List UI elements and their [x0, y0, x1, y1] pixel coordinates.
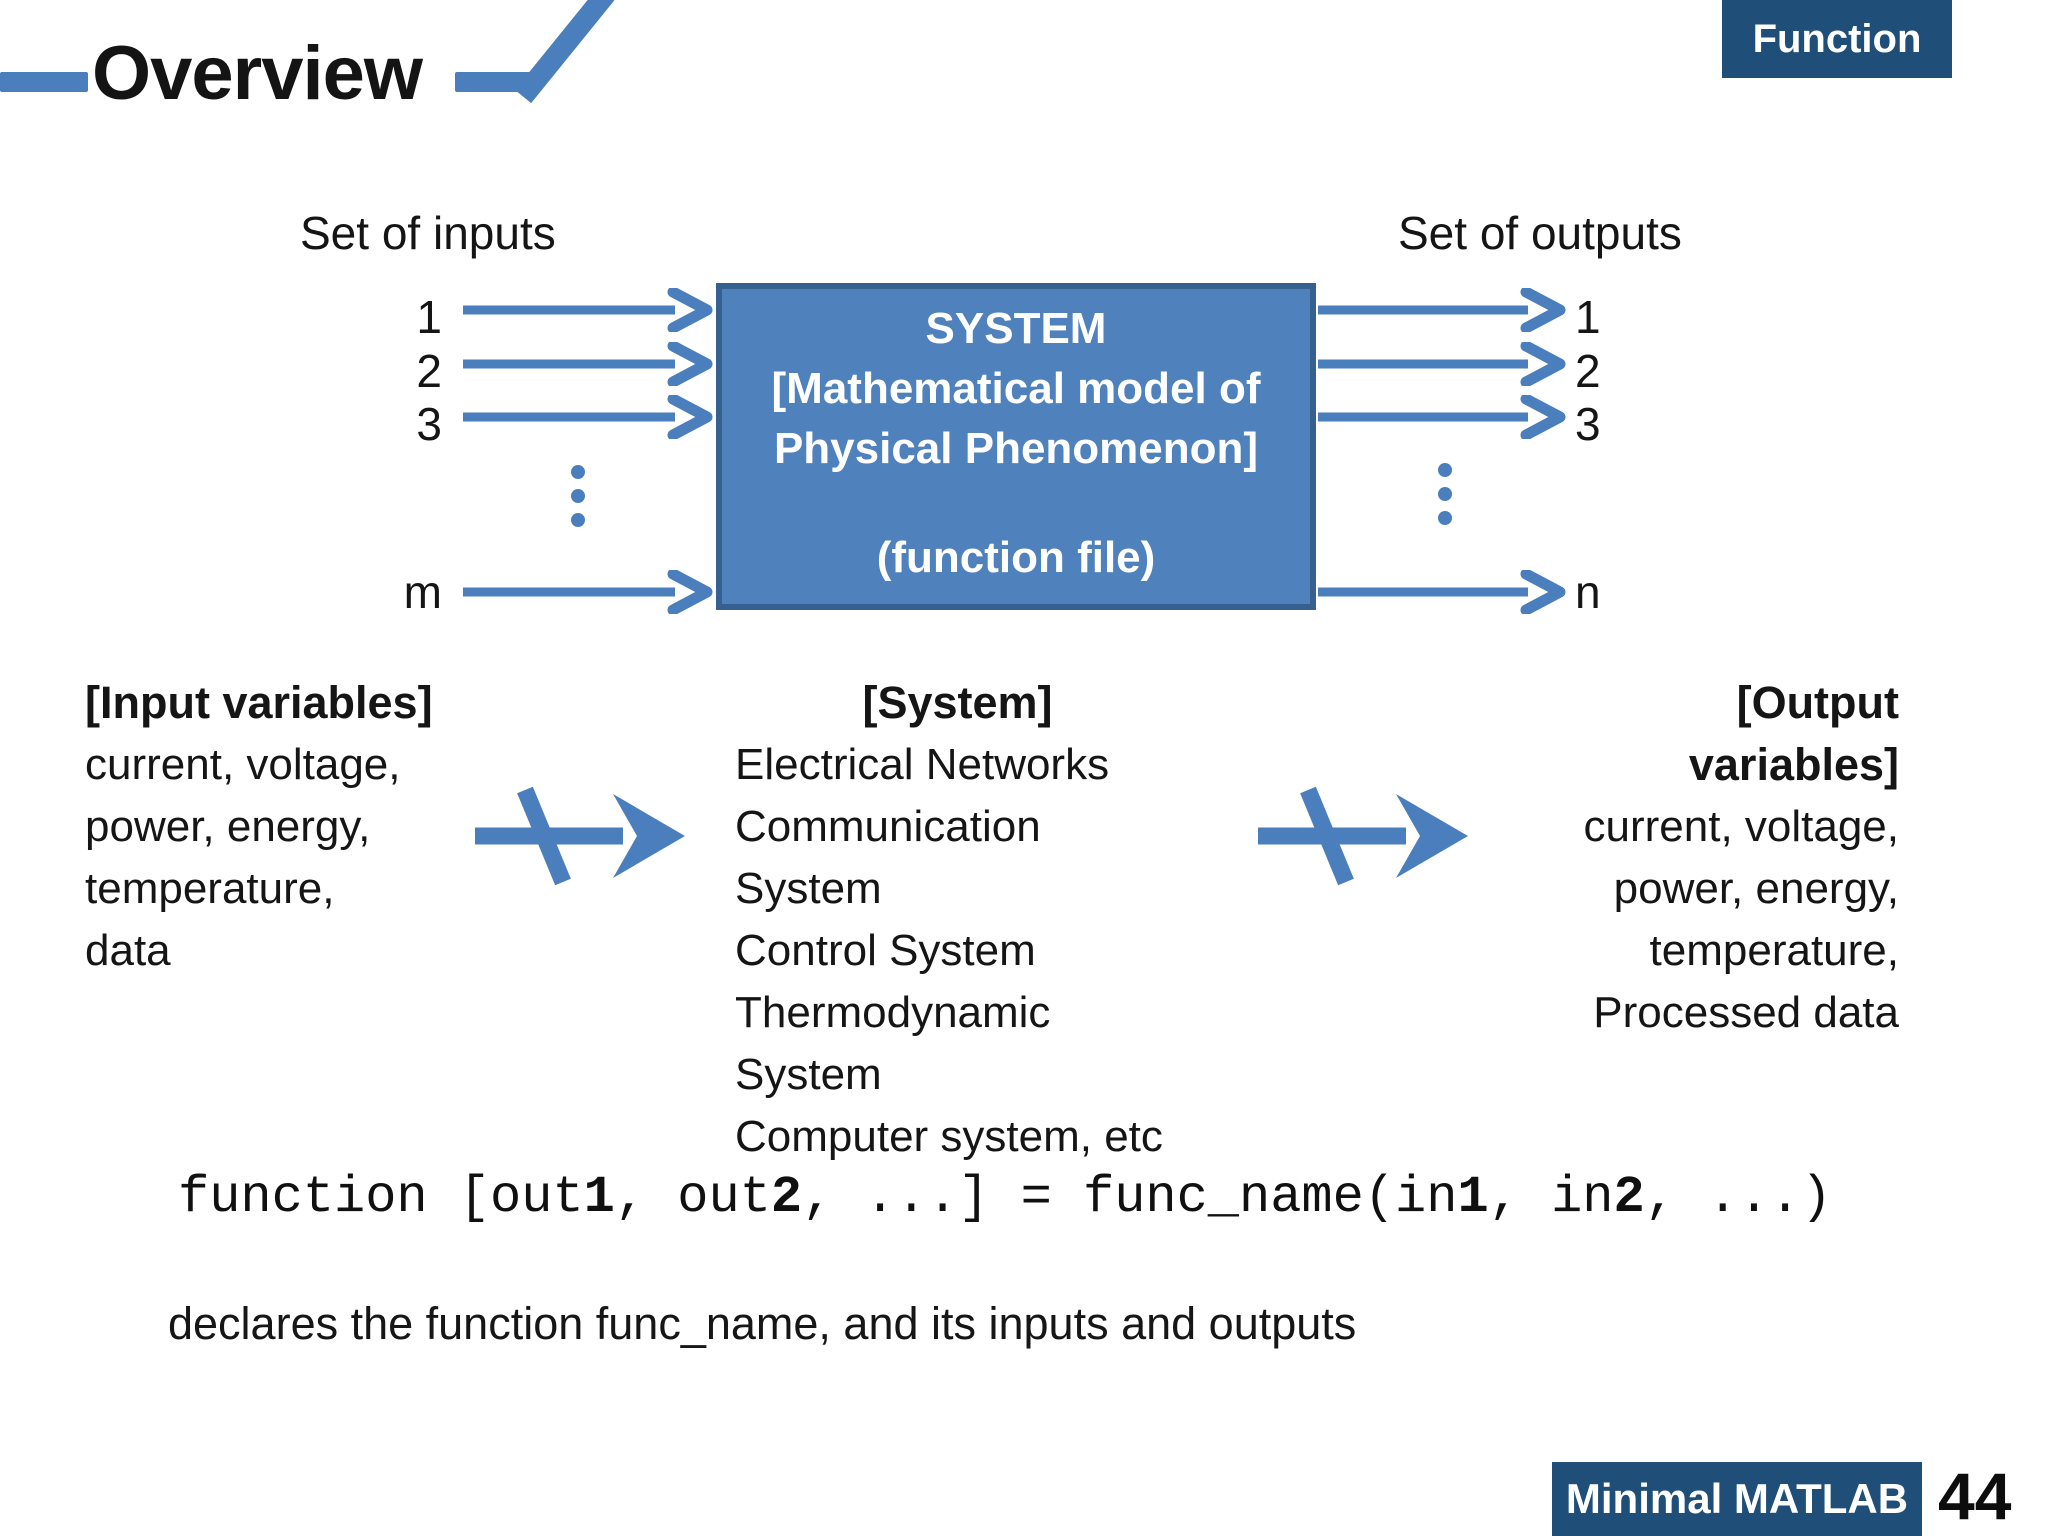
page-title: Overview — [92, 31, 423, 116]
footer-badge-label: Minimal MATLAB — [1565, 1475, 1909, 1522]
crossed-arrow-icon — [1258, 786, 1468, 886]
system-line: Electrical Networks — [735, 740, 1110, 789]
output-arrow-icon — [1318, 288, 1566, 332]
input-port-label: m — [403, 566, 442, 618]
input-arrow-icon — [463, 342, 713, 386]
system-header: [System] — [862, 677, 1053, 728]
footer-badge: Minimal MATLAB — [1552, 1462, 1922, 1536]
vertical-ellipsis-icon — [571, 513, 585, 527]
vertical-ellipsis-icon — [571, 465, 585, 479]
input-variables-line: data — [85, 926, 171, 975]
output-port-label: 3 — [1575, 398, 1601, 450]
output-variables-header: [Output variables] — [1688, 677, 1899, 790]
input-arrow-icon — [463, 395, 713, 439]
input-variables-line: power, energy, — [85, 802, 371, 851]
vertical-ellipsis-icon — [1438, 511, 1452, 525]
output-variables-column: [Output variables] current, voltage, pow… — [1537, 672, 1900, 1044]
vertical-ellipsis-icon — [1438, 463, 1452, 477]
output-variables-line: Processed data — [1593, 988, 1899, 1037]
system-block-line: (function file) — [876, 533, 1156, 582]
vertical-ellipsis-icon — [571, 489, 585, 503]
system-line: Computer system, etc — [735, 1112, 1163, 1161]
output-port-label: n — [1575, 566, 1601, 618]
system-column: [System] Electrical Networks Communicati… — [735, 672, 1180, 1168]
title-accent-bar-right — [455, 72, 533, 92]
vertical-ellipsis-icon — [1438, 487, 1452, 501]
input-port-label: 2 — [416, 345, 442, 397]
set-of-outputs-label: Set of outputs — [1398, 207, 1682, 259]
page-number: 44 — [1938, 1459, 2012, 1533]
function-topic-badge-label: Function — [1752, 16, 1922, 61]
output-port-label: 1 — [1575, 291, 1601, 343]
input-arrow-icon — [463, 288, 713, 332]
system-line: Control System — [735, 926, 1036, 975]
output-variables-line: temperature, — [1649, 926, 1899, 975]
output-arrow-icon — [1318, 395, 1566, 439]
output-arrow-icon — [1318, 342, 1566, 386]
function-topic-badge: Function — [1722, 0, 1952, 78]
system-block-line: SYSTEM — [925, 304, 1107, 353]
set-of-inputs-label: Set of inputs — [300, 207, 556, 259]
system-line: Thermodynamic System — [735, 988, 1051, 1099]
input-variables-column: [Input variables] current, voltage, powe… — [85, 672, 485, 982]
system-block: SYSTEM [Mathematical model of Physical P… — [716, 283, 1316, 610]
title-accent-bar-left — [0, 72, 88, 92]
crossed-arrow-icon — [475, 786, 685, 886]
system-line: Communication System — [735, 802, 1041, 913]
function-syntax-code: function [out1, out2, ...] = func_name(i… — [178, 1168, 1832, 1227]
output-variables-line: power, energy, — [1613, 864, 1899, 913]
input-variables-line: temperature, — [85, 864, 335, 913]
input-variables-header: [Input variables] — [85, 677, 433, 728]
output-port-label: 2 — [1575, 345, 1601, 397]
output-arrow-icon — [1318, 570, 1566, 614]
input-port-label: 1 — [416, 291, 442, 343]
system-block-line: Physical Phenomenon] — [773, 424, 1259, 473]
input-variables-line: current, voltage, — [85, 740, 401, 789]
title-accent-diagonal — [514, 0, 615, 104]
output-variables-line: current, voltage, — [1583, 802, 1900, 851]
input-arrow-icon — [463, 570, 713, 614]
input-port-label: 3 — [416, 398, 442, 450]
function-syntax-description: declares the function func_name, and its… — [168, 1298, 1357, 1349]
system-block-line: [Mathematical model of — [771, 364, 1261, 413]
